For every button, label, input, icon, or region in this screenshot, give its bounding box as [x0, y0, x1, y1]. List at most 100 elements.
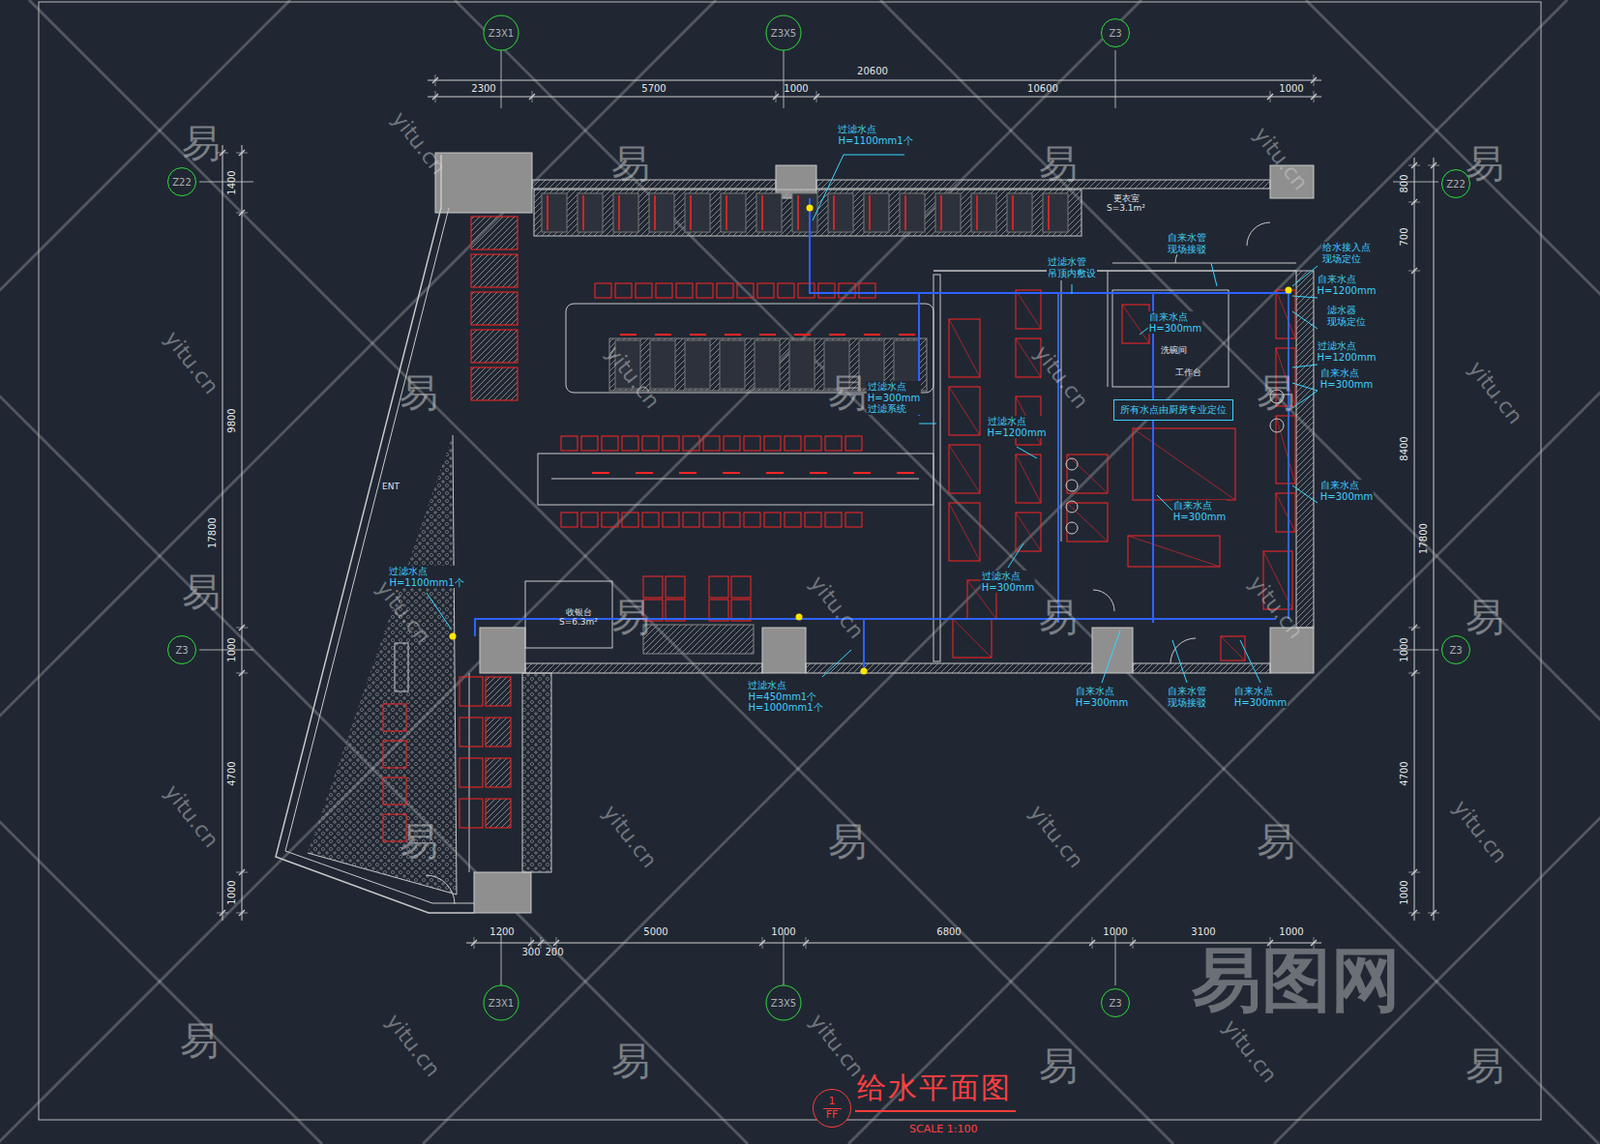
booth-mark — [940, 195, 943, 231]
wall — [933, 269, 1297, 272]
dishwash-room — [1112, 290, 1229, 387]
watermark-line — [848, 0, 1600, 1144]
water-point-callout: 自来水点 H=300mm — [1319, 479, 1374, 503]
stone-wedge — [307, 435, 457, 895]
watermark: yitu.cn — [1463, 356, 1528, 429]
watermark: yitu.cn — [600, 341, 665, 414]
kitchen-equipment — [1275, 290, 1296, 339]
watermark: yitu.cn — [1248, 122, 1313, 195]
chair — [798, 283, 815, 298]
chair — [859, 283, 876, 298]
kitchen-equipment — [948, 386, 980, 436]
chair — [594, 283, 612, 298]
sheet-frame — [38, 1, 1541, 1121]
water-point-callout: 自来水点 H=300mm — [1148, 311, 1203, 334]
kitchen-equipment — [1127, 535, 1220, 567]
dimension-value: 1000 — [1398, 637, 1411, 662]
chair — [731, 599, 751, 622]
grid-label: Z3X1 — [488, 28, 514, 39]
title-underline — [855, 1110, 1016, 1113]
leader-lines — [426, 154, 1318, 683]
grid-line — [1115, 933, 1117, 986]
watermark-line — [880, 0, 1600, 1144]
booth-mark — [618, 195, 621, 231]
dimension-tick — [775, 90, 777, 103]
water-point — [449, 633, 457, 641]
watermark: 易 — [179, 1018, 219, 1064]
watermark-line — [454, 0, 1600, 1144]
chair — [757, 283, 774, 298]
watermark: 易 — [1465, 594, 1505, 640]
wall — [1112, 263, 1297, 265]
kitchen-equipment — [1275, 493, 1296, 533]
kitchen-equipment — [952, 619, 992, 658]
kitchen-equipment — [952, 619, 992, 658]
kitchen-equipment — [1275, 415, 1296, 484]
grid-line — [501, 50, 503, 109]
water-pipe — [1287, 293, 1290, 620]
water-point-callout: 过滤水点 H=450mm1个 H=1000mm1个 — [746, 680, 824, 714]
dimension-tick — [1427, 165, 1440, 167]
booth-seat — [863, 193, 889, 233]
dimension-line — [1414, 157, 1416, 921]
kitchen-equipment — [1066, 503, 1108, 542]
grid-line — [783, 50, 785, 109]
water-point-callout: 自来水管 现场接驳 — [1166, 232, 1208, 255]
watermark: 易 — [1038, 594, 1078, 640]
kitchen-equipment — [948, 503, 980, 562]
dimension-value: 10600 — [1027, 83, 1059, 95]
dimension-tick — [1313, 74, 1315, 87]
column — [1092, 627, 1133, 674]
kitchen-equipment — [948, 444, 980, 494]
booth-mark — [725, 195, 728, 231]
watermark: yitu.cn — [1244, 571, 1308, 644]
chair — [665, 599, 685, 622]
kitchen-equipment — [1015, 290, 1041, 329]
dimension-tick — [1427, 913, 1440, 915]
chair — [838, 283, 856, 298]
bench — [643, 624, 754, 654]
booth — [485, 717, 511, 747]
kitchen-equipment — [1122, 304, 1150, 344]
dimension-tick — [236, 913, 248, 915]
water-point-callout: 过滤水点 H=1200mm — [986, 415, 1048, 439]
wall — [933, 274, 941, 662]
dimension-value: 300 — [521, 947, 540, 959]
watermark: 易 — [1038, 1043, 1078, 1089]
watermark: yitu.cn — [1024, 800, 1089, 873]
chair — [676, 283, 693, 298]
dimension-value: 1000 — [1278, 926, 1304, 939]
dimension-value: 1000 — [770, 926, 796, 939]
fixture — [394, 643, 409, 692]
watermark-line — [0, 0, 716, 1144]
grid-label: Z3X1 — [488, 998, 514, 1009]
burner — [1066, 458, 1078, 471]
dimension-value: 1000 — [1278, 83, 1304, 95]
grid-bubble: Z22 — [167, 167, 197, 197]
dimension-tick — [1270, 90, 1272, 103]
wall — [522, 673, 552, 873]
leader-line — [1007, 543, 1024, 568]
burner — [1066, 501, 1078, 513]
booth-seat — [684, 340, 711, 389]
drawing-title: 给水平面图 — [857, 1071, 1012, 1106]
booth-mark — [689, 333, 707, 336]
door-arc — [1093, 590, 1115, 612]
dimension-line — [241, 145, 243, 921]
water-point — [1285, 287, 1293, 295]
watermark: yitu.cn — [159, 780, 224, 853]
leader-line — [1292, 364, 1318, 368]
dimension-value: 20600 — [857, 65, 889, 78]
chair — [723, 436, 741, 451]
watermark: 易 — [828, 819, 867, 864]
kitchen-equipment — [948, 503, 980, 562]
kitchen-equipment — [1132, 428, 1236, 501]
booth-mark — [620, 333, 637, 336]
watermark: 易 — [1256, 370, 1296, 415]
dimension-value: 2300 — [471, 83, 496, 95]
grid-label: Z22 — [172, 177, 192, 188]
chair — [703, 436, 720, 451]
dimension-value: 5700 — [641, 83, 666, 95]
burner — [1066, 479, 1078, 492]
booth-mark — [863, 333, 881, 336]
